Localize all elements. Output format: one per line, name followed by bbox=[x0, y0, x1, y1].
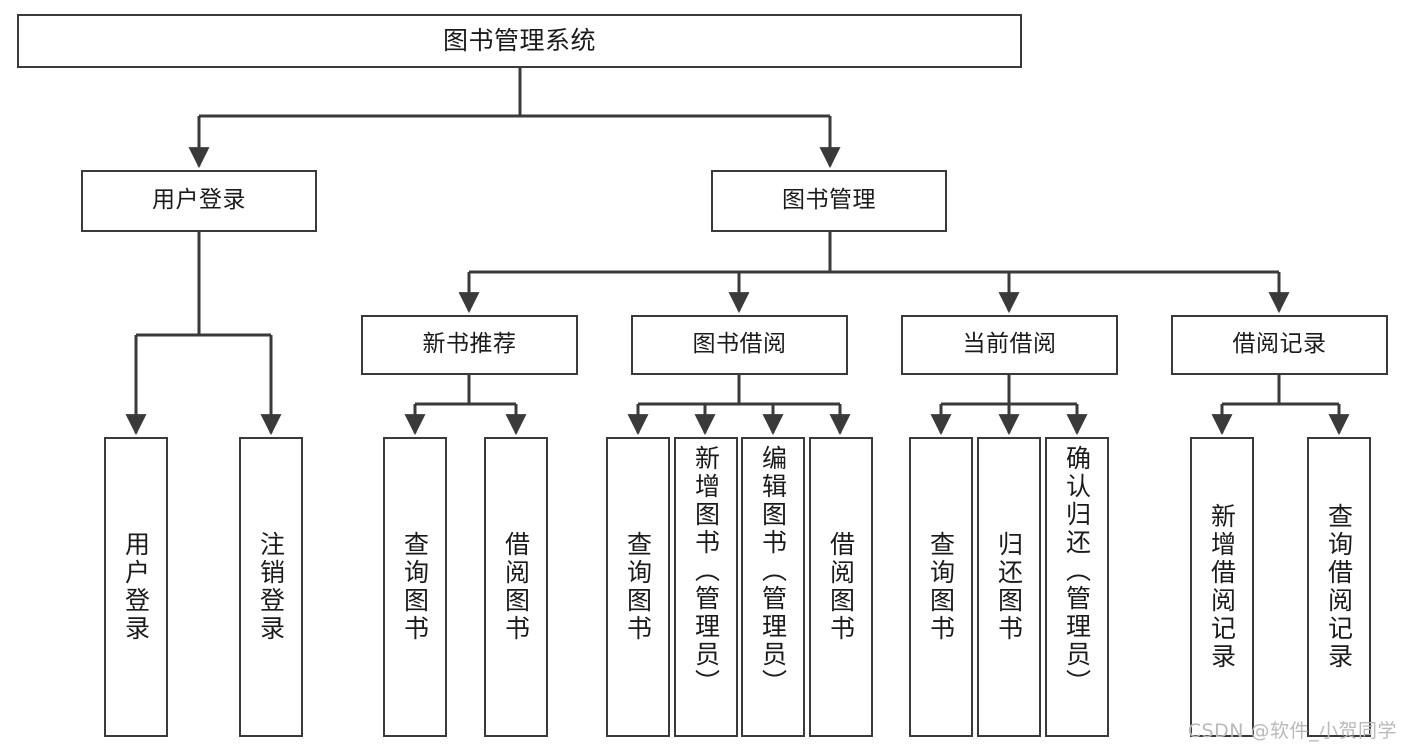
node-label: 编辑图书（管理员） bbox=[758, 445, 788, 697]
node-label: 新增借阅记录 bbox=[1207, 503, 1237, 671]
node-label: 当前借阅 bbox=[962, 331, 1057, 358]
leaf-user-login-login[interactable]: 用户登录 bbox=[104, 437, 168, 737]
leaf-book-borrow-edit-book-admin[interactable]: 编辑图书（管理员） bbox=[741, 437, 805, 737]
leaf-book-borrow-query-book[interactable]: 查询图书 bbox=[606, 437, 670, 737]
node-label: 图书管理系统 bbox=[442, 26, 596, 55]
node-label: 确认归还（管理员） bbox=[1062, 445, 1092, 697]
leaf-borrow-record-query-record[interactable]: 查询借阅记录 bbox=[1307, 437, 1371, 737]
node-label: 查询图书 bbox=[623, 531, 653, 643]
leaf-current-borrow-return-book[interactable]: 归还图书 bbox=[977, 437, 1041, 737]
node-label: 借阅记录 bbox=[1232, 331, 1327, 358]
leaf-current-borrow-query-book[interactable]: 查询图书 bbox=[909, 437, 973, 737]
node-current-borrow[interactable]: 当前借阅 bbox=[901, 315, 1118, 375]
node-user-login[interactable]: 用户登录 bbox=[81, 170, 317, 232]
node-label: 查询图书 bbox=[400, 531, 430, 643]
node-label: 新增图书（管理员） bbox=[691, 445, 721, 697]
node-label: 查询借阅记录 bbox=[1324, 503, 1354, 671]
node-label: 用户登录 bbox=[121, 531, 151, 643]
node-label: 查询图书 bbox=[926, 531, 956, 643]
node-book-borrow[interactable]: 图书借阅 bbox=[631, 315, 848, 375]
node-label: 图书管理 bbox=[782, 187, 876, 214]
watermark-text: CSDN @软件_小贺同学 bbox=[1187, 720, 1397, 742]
node-borrow-record[interactable]: 借阅记录 bbox=[1171, 315, 1388, 375]
node-label: 借阅图书 bbox=[501, 531, 531, 643]
node-label: 新书推荐 bbox=[422, 331, 517, 358]
node-root-book-management-system[interactable]: 图书管理系统 bbox=[17, 14, 1022, 68]
node-label: 借阅图书 bbox=[826, 531, 856, 643]
node-label: 图书借阅 bbox=[692, 331, 787, 358]
node-label: 用户登录 bbox=[152, 187, 246, 214]
leaf-new-book-borrow-book[interactable]: 借阅图书 bbox=[484, 437, 548, 737]
leaf-book-borrow-add-book-admin[interactable]: 新增图书（管理员） bbox=[674, 437, 738, 737]
leaf-book-borrow-borrow-book[interactable]: 借阅图书 bbox=[809, 437, 873, 737]
leaf-current-borrow-confirm-return-admin[interactable]: 确认归还（管理员） bbox=[1045, 437, 1109, 737]
leaf-new-book-query-book[interactable]: 查询图书 bbox=[383, 437, 447, 737]
node-label: 归还图书 bbox=[994, 531, 1024, 643]
node-label: 注销登录 bbox=[256, 531, 286, 643]
node-book-management[interactable]: 图书管理 bbox=[711, 170, 947, 232]
leaf-borrow-record-add-record[interactable]: 新增借阅记录 bbox=[1190, 437, 1254, 737]
node-new-book-recommend[interactable]: 新书推荐 bbox=[361, 315, 578, 375]
leaf-user-login-logout[interactable]: 注销登录 bbox=[239, 437, 303, 737]
